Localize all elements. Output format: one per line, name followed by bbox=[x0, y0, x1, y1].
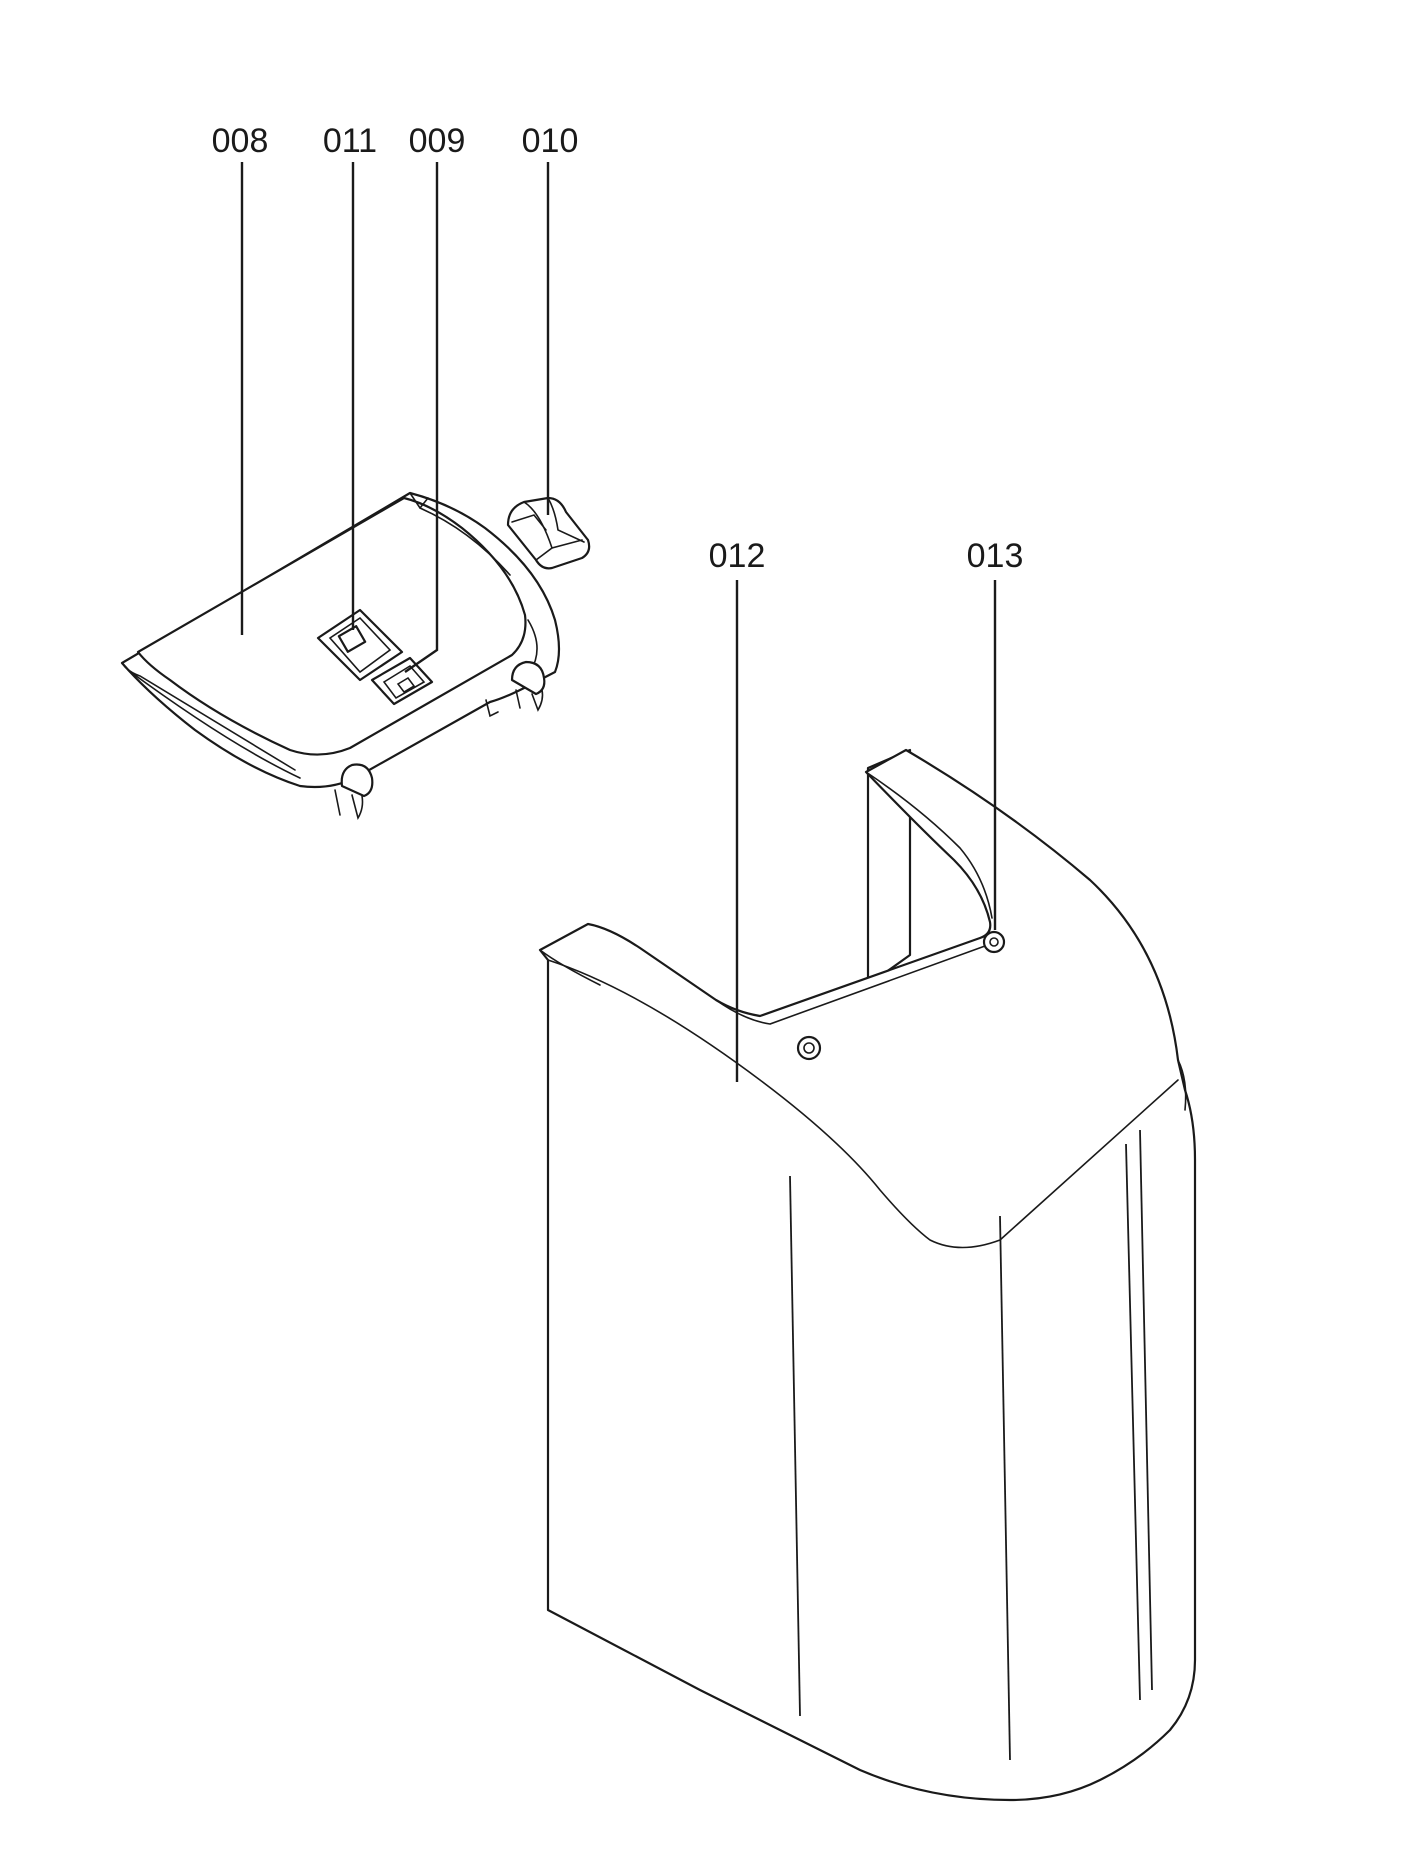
part-012-housing bbox=[538, 748, 1197, 1802]
part-labels: 008 011 009 010 012 013 bbox=[212, 122, 1024, 575]
leader-009 bbox=[404, 162, 439, 673]
part-010-cap bbox=[506, 496, 591, 570]
label-012: 012 bbox=[709, 537, 766, 575]
label-008: 008 bbox=[212, 122, 269, 160]
part-008-cover-plate bbox=[120, 491, 561, 821]
label-010: 010 bbox=[522, 122, 579, 160]
label-011: 011 bbox=[323, 122, 377, 160]
leader-lines bbox=[240, 162, 997, 1082]
label-009: 009 bbox=[409, 122, 466, 160]
label-013: 013 bbox=[967, 537, 1024, 575]
